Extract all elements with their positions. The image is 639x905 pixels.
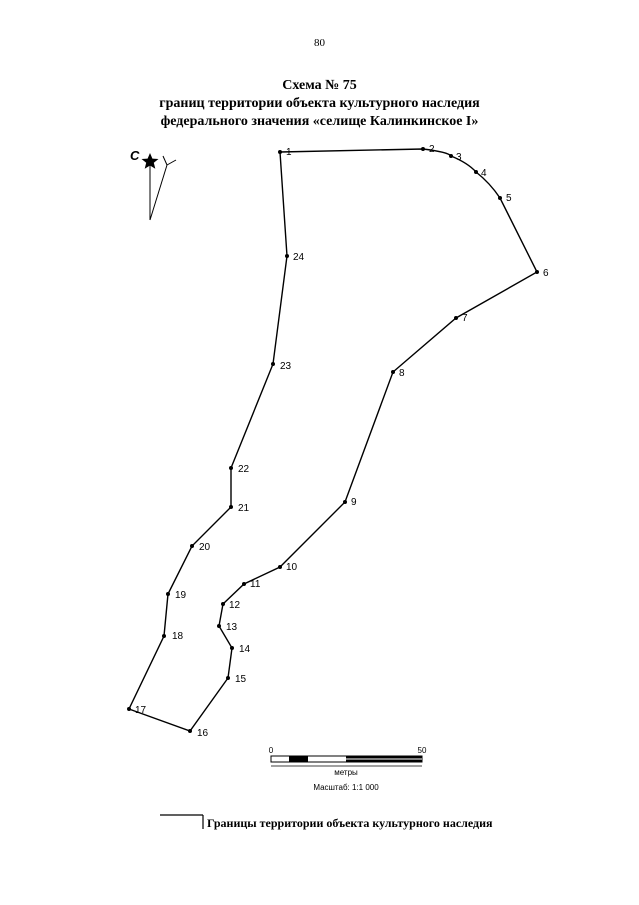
boundary-point-marker [285,254,289,258]
scale-start-label: 0 [269,746,274,755]
scale-end-label: 50 [418,746,427,755]
boundary-point-label: 23 [280,361,292,372]
page-number: 80 [314,37,325,49]
boundary-point-label: 6 [543,268,549,279]
boundary-point-marker [221,602,225,606]
boundary-point-label: 11 [250,579,261,590]
boundary-point-marker [127,707,131,711]
title-line-2: границ территории объекта культурного на… [159,96,480,111]
boundary-point-label: 16 [197,728,209,739]
boundary-point-label: 24 [293,252,305,263]
boundary-point-marker [188,729,192,733]
boundary-point-label: 19 [175,590,187,601]
boundary-point-label: 12 [229,600,241,611]
scale-ratio-label: Масштаб: 1:1 000 [313,783,379,792]
title-line-1: Схема № 75 [282,78,357,93]
boundary-point-marker [391,370,395,374]
boundary-point-marker [217,624,221,628]
boundary-point-label: 17 [135,705,147,716]
north-letter: С [130,148,140,163]
boundary-point-label: 13 [226,622,238,633]
boundary-point-marker [226,676,230,680]
boundary-point-marker [278,565,282,569]
boundary-point-marker [535,270,539,274]
boundary-point-marker [278,150,282,154]
boundary-point-label: 20 [199,542,211,553]
scale-bar-segment [289,756,308,762]
boundary-point-label: 21 [238,503,250,514]
north-star-icon [141,153,159,169]
boundary-point-marker [229,505,233,509]
boundary-point-label: 22 [238,464,250,475]
title-line-3: федерального значения «селище Калинкинск… [160,114,479,129]
boundary-point-label: 2 [429,144,435,155]
legend-label: Границы территории объекта культурного н… [207,816,493,830]
boundary-point-marker [449,154,453,158]
north-arrow-diagonal [149,164,168,221]
north-arrow: С [130,148,177,221]
boundary-point-marker [421,147,425,151]
scale-bar: 0 50 метры Масштаб: 1:1 000 [269,746,427,792]
map-title: Схема № 75 границ территории объекта кул… [0,77,639,131]
boundary-point-label: 4 [481,168,487,179]
boundary-point-marker [166,592,170,596]
boundary-point-marker [343,500,347,504]
boundary-point-label: 18 [172,631,184,642]
boundary-point-label: 1 [286,147,292,158]
boundary-point-label: 8 [399,368,405,379]
boundary-point-label: 14 [239,644,251,655]
boundary-point-label: 5 [506,193,512,204]
boundary-point-marker [230,646,234,650]
boundary-point-marker [190,544,194,548]
boundary-point-label: 10 [286,562,298,573]
boundary-point-label: 15 [235,674,247,685]
boundary-point-marker [454,316,458,320]
boundary-point-marker [498,196,502,200]
boundary-point-marker [474,170,478,174]
boundary-point-label: 3 [456,152,462,163]
legend-symbol [160,814,204,829]
boundary-point-marker [162,634,166,638]
boundary-point-label: 7 [462,313,468,324]
scale-unit-label: метры [334,768,358,777]
boundary-point-marker [271,362,275,366]
boundary-point-label: 9 [351,497,357,508]
boundary-line [128,148,538,732]
boundary-point-marker [242,582,246,586]
boundary-point-marker [229,466,233,470]
